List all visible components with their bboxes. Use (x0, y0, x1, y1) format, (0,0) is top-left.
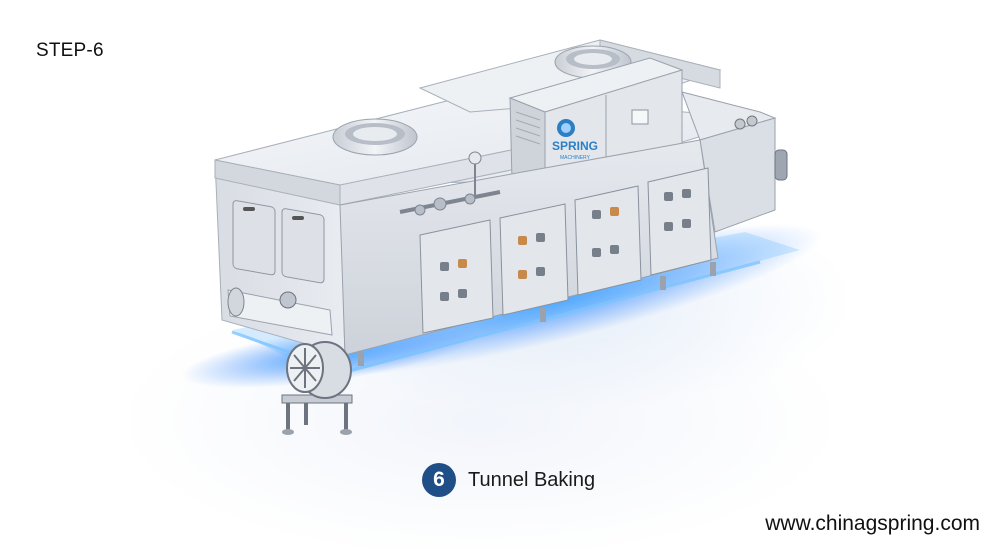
step-number-badge: 6 (422, 463, 456, 497)
oven-right-section (681, 91, 788, 233)
spring-logo: SPRING MACHINERY (552, 119, 598, 161)
caption-title: Tunnel Baking (468, 468, 596, 491)
drive-motor (281, 341, 353, 435)
brand-name: SPRING (552, 139, 598, 153)
conveyor-roller (227, 287, 333, 336)
brand-sub: MACHINERY (560, 155, 591, 161)
oven-feet (358, 262, 716, 366)
step-label: STEP-6 (36, 40, 104, 61)
exhaust-duct-front (332, 118, 418, 156)
website-url: www.chinagspring.com (765, 512, 980, 535)
caption: 6 Tunnel Baking (422, 462, 595, 498)
pipe-valves (399, 151, 501, 216)
door-panels (419, 167, 712, 334)
